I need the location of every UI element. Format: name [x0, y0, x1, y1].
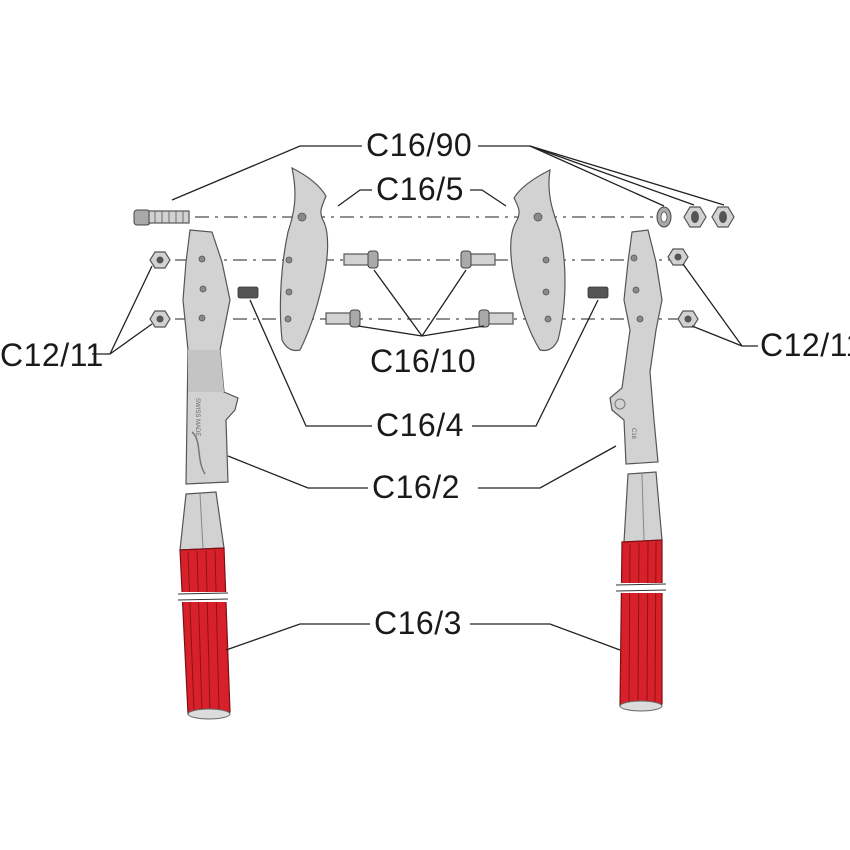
- screws-c16-10: [325, 250, 514, 328]
- nuts-left: [149, 251, 171, 328]
- nuts-right: [667, 248, 699, 328]
- label-c16-10: C16/10: [370, 343, 476, 379]
- bolt-left: [133, 209, 190, 226]
- left-counter-blade: [279, 166, 329, 352]
- label-c16-3: C16/3: [374, 605, 462, 641]
- left-blade-arm: SWISS MADE: [182, 229, 239, 485]
- label-c12-11-left: C12/11: [0, 337, 104, 373]
- assembly-axes: [175, 216, 690, 320]
- left-handle: [176, 491, 231, 720]
- pins-c16-4: [237, 286, 609, 299]
- label-c16-2: C16/2: [372, 469, 460, 505]
- left-blade-stamp: SWISS MADE: [194, 398, 200, 436]
- part-labels: C16/90 C16/5 C12/11 C12/11 C16/10 C16/4 …: [0, 127, 850, 641]
- label-c16-5: C16/5: [376, 171, 464, 207]
- label-c12-11-right: C12/11: [760, 327, 850, 363]
- label-c16-90: C16/90: [366, 127, 472, 163]
- label-c16-4: C16/4: [376, 407, 464, 443]
- right-blade-arm: C16: [609, 229, 663, 465]
- leader-lines: [92, 145, 758, 651]
- washer-nuts-right: [656, 206, 735, 228]
- right-counter-blade: [510, 168, 566, 352]
- right-blade-stamp: C16: [630, 428, 636, 440]
- right-handle: [614, 471, 668, 712]
